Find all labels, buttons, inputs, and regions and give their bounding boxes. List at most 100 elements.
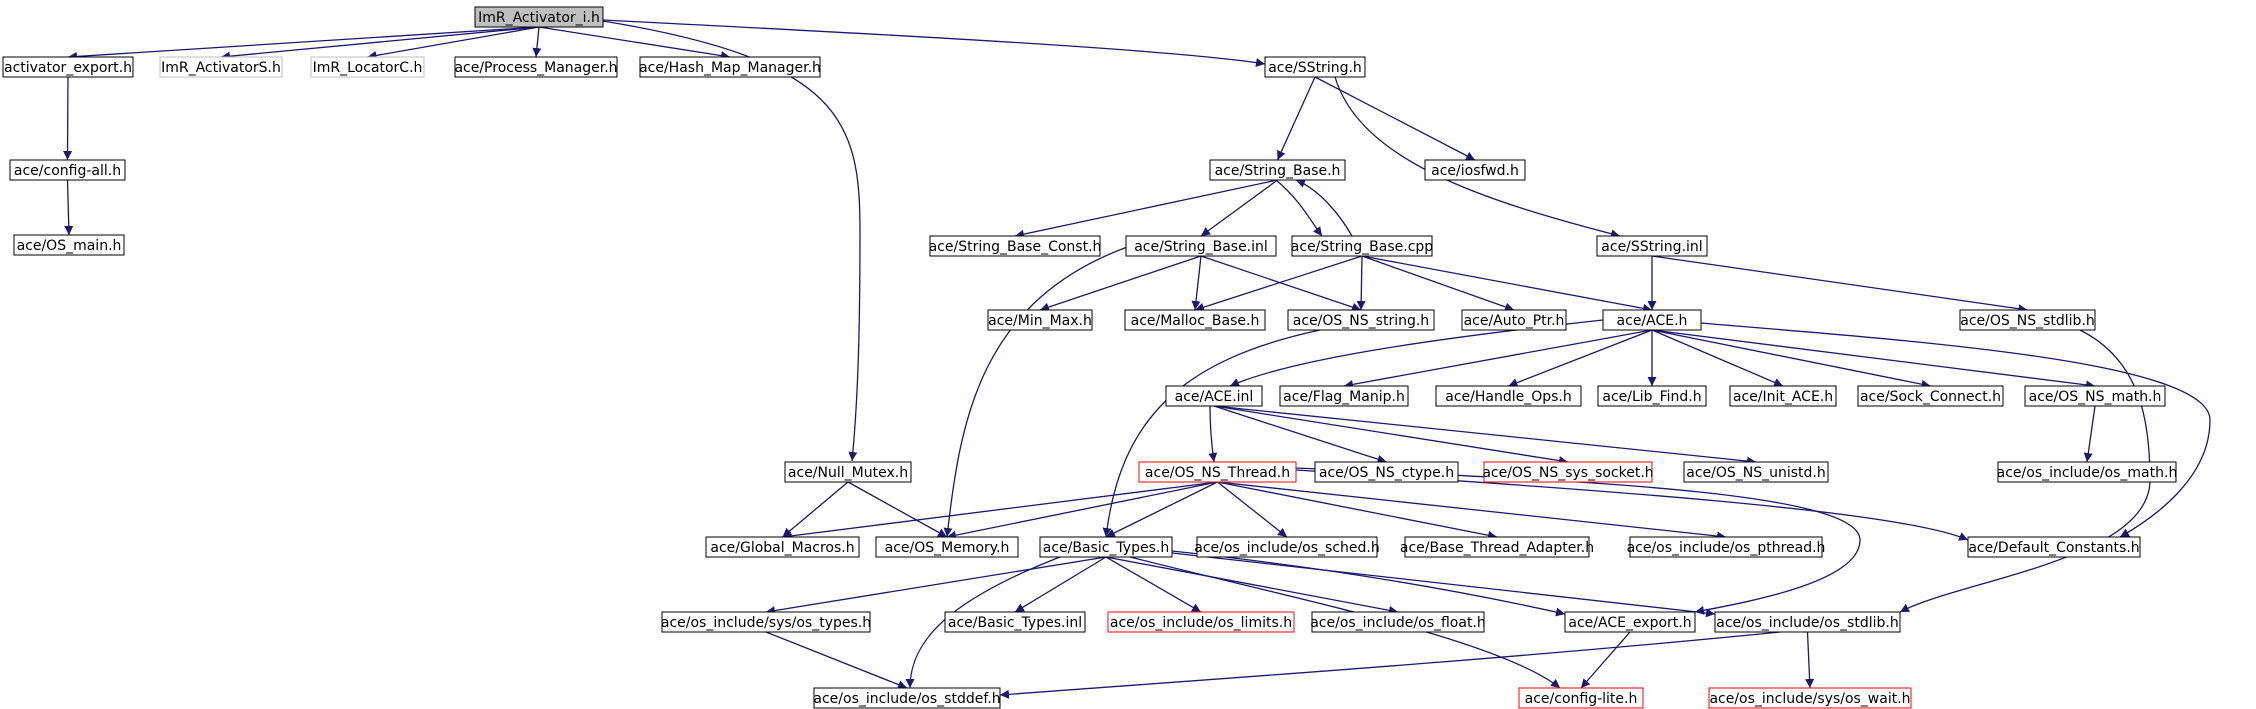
node-box — [1291, 235, 1433, 257]
node-null-mutex[interactable]: ace/Null_Mutex.h — [784, 461, 912, 483]
node-os-stdlib-inc[interactable]: ace/os_include/os_stdlib.h — [1714, 611, 1901, 633]
node-base-thread-adapter[interactable]: ace/Base_Thread_Adapter.h — [1400, 536, 1594, 558]
node-os-pthread[interactable]: ace/os_include/os_pthread.h — [1627, 536, 1826, 558]
node-label: ace/config-all.h — [14, 163, 121, 179]
node-auto-ptr[interactable]: ace/Auto_Ptr.h — [1461, 309, 1567, 331]
node-box — [705, 536, 860, 558]
edge-string_base_cpp-to-os_ns_string — [1356, 255, 1366, 311]
node-box — [1708, 687, 1912, 709]
node-box — [1424, 159, 1526, 181]
node-box — [1564, 611, 1696, 633]
node-sstring-h[interactable]: ace/SString.h — [1264, 56, 1366, 78]
node-string-base-h[interactable]: ace/String_Base.h — [1209, 159, 1346, 181]
edge-ace_inl-to-os_ns_unistd — [1213, 405, 1757, 466]
node-basic-types-inl[interactable]: ace/Basic_Types.inl — [944, 611, 1086, 633]
node-string-base-inl[interactable]: ace/String_Base.inl — [1125, 235, 1277, 257]
node-box — [159, 56, 283, 78]
node-os-float[interactable]: ace/os_include/os_float.h — [1310, 611, 1486, 633]
node-label: ace/SString.h — [1268, 60, 1362, 76]
node-box — [1196, 536, 1378, 558]
node-os-ns-math[interactable]: ace/OS_NS_math.h — [2024, 385, 2166, 407]
node-sys-os-types[interactable]: ace/os_include/sys/os_types.h — [661, 611, 871, 633]
edge-basic_types_h-to-os_limits — [1105, 556, 1202, 613]
node-label: ace/ACE_export.h — [1568, 615, 1691, 631]
node-sstring-inl[interactable]: ace/SString.inl — [1596, 235, 1708, 257]
edge-null_mutex-to-os_memory — [847, 481, 948, 538]
node-os-ns-unistd[interactable]: ace/OS_NS_unistd.h — [1683, 461, 1829, 483]
node-sys-os-wait[interactable]: ace/os_include/sys/os_wait.h — [1708, 687, 1912, 709]
edge-sstring_h-to-string_base_h — [1276, 76, 1316, 161]
edge-string_base_cpp-to-ace_h — [1361, 255, 1653, 313]
node-ace-inl[interactable]: ace/ACE.inl — [1165, 385, 1263, 407]
graph-edges — [63, 19, 2211, 699]
node-os-main[interactable]: ace/OS_main.h — [13, 234, 125, 256]
node-label: ace/OS_NS_math.h — [2029, 389, 2162, 405]
node-box — [1125, 235, 1277, 257]
node-activator-export[interactable]: activator_export.h — [2, 56, 134, 78]
edge-os_ns_thread-to-os_sched — [1217, 481, 1288, 538]
node-config-all[interactable]: ace/config-all.h — [9, 159, 126, 181]
edge-sstring_h-to-iosfwd — [1314, 76, 1476, 161]
edge-basic_types_h-to-os_stdlib_inc — [1171, 552, 1716, 618]
node-hash-map-manager[interactable]: ace/Hash_Map_Manager.h — [639, 56, 821, 78]
node-label: ace/os_include/os_sched.h — [1194, 540, 1379, 556]
node-label: ImR_ActivatorS.h — [161, 60, 281, 76]
node-box — [1404, 536, 1590, 558]
node-label: ace/Null_Mutex.h — [788, 465, 908, 481]
node-min-max[interactable]: ace/Min_Max.h — [987, 309, 1093, 331]
node-ace-export[interactable]: ace/ACE_export.h — [1564, 611, 1696, 633]
node-label: ace/Flag_Manip.h — [1283, 389, 1405, 405]
edge-os_ns_math-to-os_include_os_math — [2083, 405, 2096, 463]
edge-string_base_cpp-to-auto_ptr — [1361, 255, 1515, 312]
node-label: ace/OS_Memory.h — [885, 540, 1010, 556]
node-os-ns-thread[interactable]: ace/OS_NS_Thread.h — [1138, 461, 1297, 483]
node-init-ace[interactable]: ace/Init_ACE.h — [1729, 385, 1837, 407]
node-label: ace/os_include/os_math.h — [1997, 465, 2178, 481]
node-box — [1518, 687, 1644, 709]
node-string-base-const[interactable]: ace/String_Base_Const.h — [929, 235, 1102, 257]
node-os-ns-ctype[interactable]: ace/OS_NS_ctype.h — [1314, 461, 1459, 483]
node-box — [1461, 309, 1567, 331]
node-os-ns-sys-socket[interactable]: ace/OS_NS_sys_socket.h — [1482, 461, 1654, 483]
node-label: ace/Malloc_Base.h — [1131, 313, 1260, 329]
node-os-include-os-math[interactable]: ace/os_include/os_math.h — [1997, 461, 2178, 483]
node-sock-connect[interactable]: ace/Sock_Connect.h — [1857, 385, 2004, 407]
node-malloc-base[interactable]: ace/Malloc_Base.h — [1124, 309, 1266, 331]
node-box — [1165, 385, 1263, 407]
node-label: ace/Basic_Types.inl — [948, 615, 1082, 631]
node-label: ImR_LocatorC.h — [313, 60, 423, 76]
node-os-limits[interactable]: ace/os_include/os_limits.h — [1107, 611, 1295, 633]
node-handle-ops[interactable]: ace/Handle_Ops.h — [1435, 385, 1582, 407]
node-box — [929, 235, 1101, 257]
node-iosfwd[interactable]: ace/iosfwd.h — [1424, 159, 1526, 181]
node-label: ace/Lib_Find.h — [1602, 389, 1701, 405]
node-box — [9, 159, 126, 181]
edge-string_base_h-to-string_base_const — [1014, 179, 1278, 239]
node-label: ace/OS_NS_stdlib.h — [1960, 313, 2095, 329]
node-lib-find[interactable]: ace/Lib_Find.h — [1597, 385, 1707, 407]
node-root[interactable]: ImR_Activator_i.h — [474, 6, 604, 28]
node-global-macros[interactable]: ace/Global_Macros.h — [705, 536, 860, 558]
node-process-manager[interactable]: ace/Process_Manager.h — [454, 56, 618, 78]
node-basic-types-h[interactable]: ace/Basic_Types.h — [1039, 536, 1173, 558]
node-os-ns-string[interactable]: ace/OS_NS_string.h — [1287, 309, 1435, 331]
node-label: ace/Min_Max.h — [988, 313, 1092, 329]
node-ace-h[interactable]: ace/ACE.h — [1602, 309, 1702, 331]
node-config-lite[interactable]: ace/config-lite.h — [1518, 687, 1644, 709]
node-os-stddef[interactable]: ace/os_include/os_stddef.h — [813, 687, 1001, 709]
node-os-ns-stdlib[interactable]: ace/OS_NS_stdlib.h — [1959, 309, 2096, 331]
node-label: ace/os_include/os_stdlib.h — [1716, 615, 1898, 631]
edge-string_base_inl-to-malloc_base — [1191, 255, 1202, 311]
edge-string_base_inl-to-os_ns_string — [1200, 255, 1362, 312]
node-default-constants[interactable]: ace/Default_Constants.h — [1967, 536, 2141, 558]
node-box — [1483, 461, 1653, 483]
node-box — [454, 56, 618, 78]
edge-root-to-imr_activators — [220, 26, 540, 61]
node-string-base-cpp[interactable]: ace/String_Base.cpp — [1291, 235, 1434, 257]
node-os-memory[interactable]: ace/OS_Memory.h — [875, 536, 1019, 558]
node-flag-manip[interactable]: ace/Flag_Manip.h — [1279, 385, 1409, 407]
edge-os_ns_stdlib-to-os_stdlib_inc — [1899, 329, 2151, 613]
node-label: ace/os_include/os_stddef.h — [813, 691, 1000, 707]
node-os-sched[interactable]: ace/os_include/os_sched.h — [1194, 536, 1380, 558]
edge-ace_inl-to-os_ns_ctype — [1213, 405, 1387, 464]
